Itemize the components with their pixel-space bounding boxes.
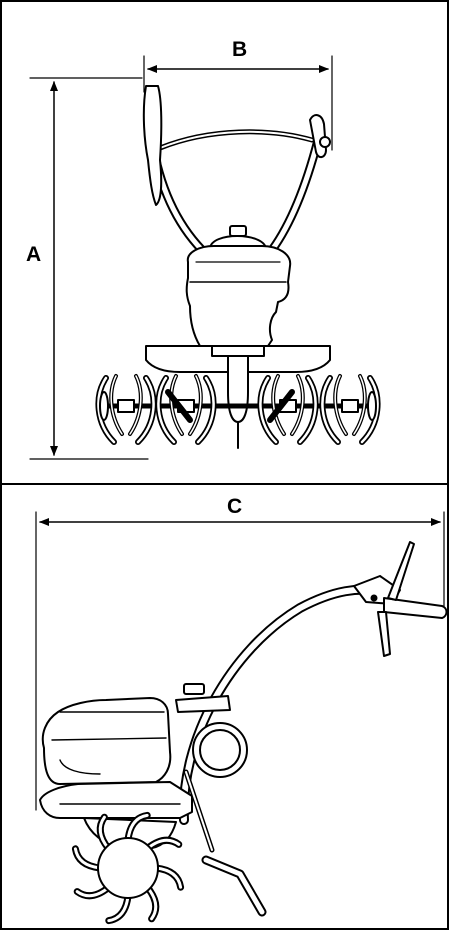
tine-blade-inner [189, 375, 202, 435]
tine-blade-inner [196, 376, 215, 444]
tine-blade-inner [298, 376, 317, 444]
engine-side [41, 697, 172, 785]
tine-blade-inner [110, 375, 123, 435]
side-tine-blade-inner [146, 838, 181, 850]
engine-body [185, 245, 292, 347]
label-c: C [227, 495, 243, 518]
tine-group-front [95, 374, 381, 445]
guard-center-plate [211, 345, 265, 357]
side-tine-disc [97, 837, 159, 899]
axle-end-cap [99, 391, 109, 421]
handlebar-right [269, 137, 321, 253]
tine-blade-inner [353, 375, 366, 435]
tine-hub [117, 399, 135, 413]
side-tine-blade-inner [75, 886, 110, 898]
tine-hub [341, 399, 359, 413]
throttle-lever [319, 136, 331, 148]
tine-blade-inner [334, 375, 347, 435]
tine-blade-inner [129, 375, 142, 435]
tine-blade-inner [321, 376, 340, 444]
fuel-cap [229, 225, 247, 237]
axle-end-cap [367, 391, 377, 421]
lever-pivot [370, 594, 378, 602]
tine-blade-inner [360, 376, 379, 444]
side-tine-blade-inner [107, 894, 130, 923]
tine-group-side [71, 811, 185, 925]
lever-lower [377, 611, 391, 657]
side-tine-blade-inner [146, 886, 158, 921]
tine-blade-inner [272, 375, 285, 435]
tine-blade-inner [291, 375, 304, 435]
side-handle [180, 586, 395, 823]
depth-stake [185, 771, 213, 851]
left-grip [142, 85, 163, 206]
drag-bar-outline [201, 855, 267, 917]
engine-detail [59, 759, 101, 775]
label-b: B [232, 38, 248, 61]
tine-blade-inner [157, 376, 176, 444]
engine-side-seam [51, 737, 167, 741]
side-view [35, 511, 448, 925]
cross-tine [165, 389, 193, 423]
tine-blade-inner [170, 375, 183, 435]
side-tine-blade-inner [73, 847, 102, 870]
tine-blade-inner [97, 376, 116, 444]
side-tine-blade-inner [126, 813, 149, 842]
tine-blade-inner [259, 376, 278, 444]
label-a: A [26, 243, 42, 266]
handle-mount [175, 695, 231, 713]
side-chassis [39, 781, 193, 819]
cross-tine [267, 389, 295, 423]
side-tine-blade-inner [154, 866, 183, 889]
crossbar-inner [159, 130, 313, 149]
lever-upper [387, 541, 415, 601]
drag-bar [203, 857, 265, 915]
handle-clamp [183, 683, 205, 695]
transport-wheel-hub [199, 729, 241, 771]
gearbox [227, 355, 249, 423]
side-grip [383, 597, 448, 619]
front-view [29, 55, 381, 460]
tine-blade-inner [136, 376, 155, 444]
side-tine-blade-inner [98, 815, 110, 850]
